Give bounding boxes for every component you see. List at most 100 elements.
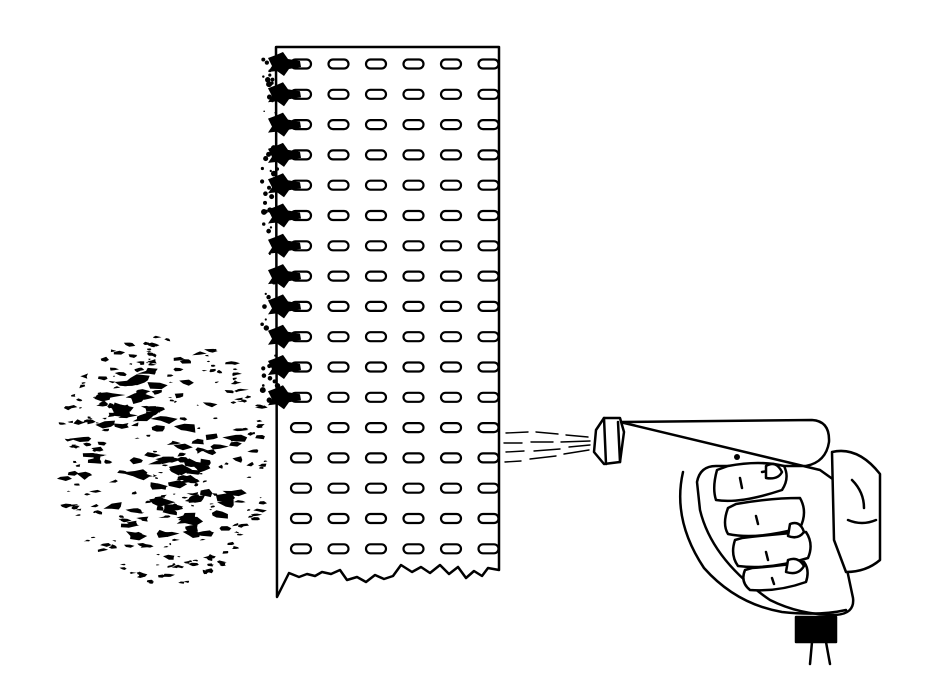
- debris-particle: [213, 417, 218, 420]
- debris-cloud: [56, 335, 268, 584]
- debris-speck: [272, 280, 275, 284]
- debris-particle: [147, 382, 168, 390]
- debris-particle: [229, 441, 242, 447]
- debris-particle: [162, 573, 175, 577]
- debris-speck: [260, 166, 264, 171]
- debris-particle: [156, 564, 160, 566]
- debris-particle: [258, 501, 267, 505]
- debris-particle: [158, 515, 171, 518]
- debris-particle: [151, 425, 165, 432]
- plate-slot: [439, 300, 463, 312]
- debris-particle: [83, 442, 92, 447]
- debris-particle: [58, 422, 67, 425]
- perforated-plate: [259, 45, 501, 599]
- debris-particle: [137, 512, 145, 514]
- plate-slot: [327, 300, 350, 312]
- debris-particle: [173, 367, 184, 372]
- debris-particle: [225, 527, 230, 529]
- plate-slot: [439, 270, 463, 282]
- debris-particle: [145, 410, 160, 417]
- plate-slot: [327, 240, 350, 252]
- debris-particle: [230, 380, 242, 385]
- debris-particle: [71, 393, 76, 397]
- debris-particle: [97, 376, 108, 381]
- plate-slot: [439, 58, 463, 70]
- debris-particle: [97, 512, 103, 515]
- plate-slot: [327, 270, 350, 282]
- debris-particle: [232, 523, 239, 527]
- debris-particle: [155, 477, 159, 479]
- debris-particle: [192, 351, 207, 356]
- plate-slot: [289, 543, 313, 555]
- debris-particle: [210, 444, 229, 450]
- debris-particle: [79, 407, 82, 409]
- debris-particle: [69, 436, 92, 442]
- plate-slot: [477, 88, 500, 100]
- debris-particle: [90, 536, 96, 539]
- debris-particle: [197, 427, 201, 430]
- debris-particle: [202, 480, 207, 483]
- plate-slot: [402, 300, 425, 312]
- debris-speck: [266, 228, 271, 234]
- debris-particle: [76, 471, 93, 480]
- debris-particle: [194, 464, 211, 473]
- debris-particle: [87, 416, 91, 419]
- plate-slots: [289, 58, 500, 555]
- debris-particle: [250, 513, 263, 517]
- plate-slot: [327, 58, 350, 70]
- debris-speck: [259, 387, 266, 394]
- debris-particle: [113, 386, 121, 389]
- debris-particle: [166, 440, 181, 445]
- plate-slot: [402, 391, 425, 403]
- plate-slot: [402, 361, 425, 373]
- debris-particle: [159, 531, 180, 537]
- debris-particle: [194, 482, 199, 487]
- debris-particle: [184, 458, 208, 467]
- debris-particle: [231, 546, 240, 549]
- debris-particle: [64, 438, 74, 442]
- debris-speck: [267, 363, 272, 369]
- clog-blot: [268, 294, 301, 319]
- debris-speck: [276, 211, 280, 214]
- debris-particle: [259, 497, 263, 499]
- plate-slot: [402, 179, 425, 191]
- debris-particle: [209, 503, 214, 505]
- debris-particle: [188, 560, 193, 563]
- debris-speck: [268, 73, 272, 77]
- debris-particle: [172, 538, 180, 541]
- debris-particle: [236, 399, 248, 403]
- debris-particle: [138, 532, 142, 534]
- debris-particle: [129, 363, 133, 365]
- clog-blot: [268, 385, 301, 410]
- debris-particle: [140, 544, 154, 548]
- debris-particle: [205, 354, 210, 357]
- debris-particle: [110, 349, 117, 353]
- debris-particle: [146, 350, 152, 352]
- debris-particle: [195, 447, 209, 454]
- debris-particle: [129, 571, 137, 574]
- debris-particle: [209, 368, 216, 373]
- debris-particle: [188, 562, 199, 567]
- debris-particle: [112, 402, 124, 408]
- debris-speck: [261, 57, 266, 62]
- debris-particle: [104, 459, 113, 464]
- debris-particle: [232, 377, 237, 381]
- debris-particle: [244, 395, 251, 399]
- debris-particle: [247, 432, 255, 436]
- clog-blot: [268, 112, 301, 137]
- debris-speck: [260, 322, 264, 327]
- debris-particle: [167, 374, 174, 377]
- debris-particle: [191, 438, 204, 445]
- plate-slot: [477, 543, 500, 555]
- debris-particle: [174, 393, 184, 399]
- debris-particle: [146, 348, 152, 351]
- debris-particle: [100, 356, 109, 362]
- debris-particle: [198, 473, 203, 475]
- debris-speck: [270, 81, 274, 85]
- debris-particle: [205, 568, 214, 574]
- debris-particle: [108, 479, 118, 483]
- debris-particle: [112, 375, 116, 377]
- debris-speck: [274, 111, 277, 114]
- plate-slot: [439, 331, 463, 343]
- debris-particle: [179, 359, 191, 364]
